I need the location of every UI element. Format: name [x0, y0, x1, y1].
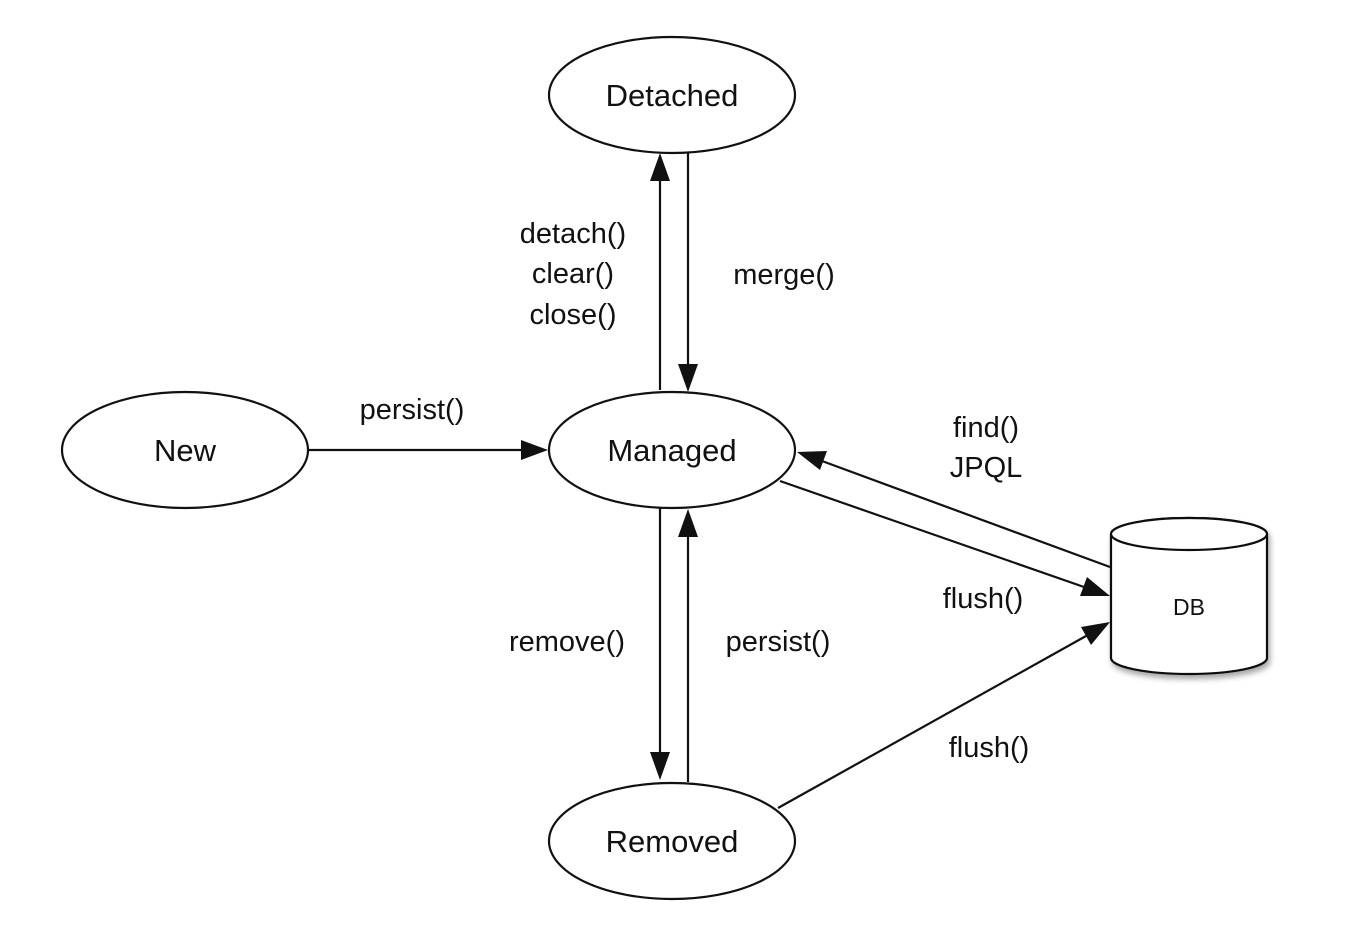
arrowhead-removed-to-managed: [678, 509, 698, 537]
detached-label: Detached: [606, 78, 739, 113]
edges: [309, 148, 1111, 809]
db-cylinder-top: [1109, 516, 1269, 552]
arrowhead-managed-to-db: [1080, 577, 1110, 596]
new-ellipse: [60, 390, 310, 510]
edge-db-to-managed: [821, 459, 1111, 569]
node-detached: Detached: [547, 35, 797, 155]
label-managed-to-detached-2: clear(): [532, 258, 614, 290]
edge-removed-to-db: [777, 635, 1087, 809]
removed-ellipse: [547, 781, 797, 901]
new-label: New: [154, 433, 217, 468]
db-label: DB: [1173, 594, 1205, 620]
label-removed-to-managed: persist(): [726, 626, 831, 658]
node-new: New: [60, 390, 310, 510]
label-managed-to-db: flush(): [943, 583, 1024, 615]
label-removed-to-db: flush(): [949, 732, 1030, 764]
edge-managed-to-db: [779, 479, 1085, 589]
detached-ellipse: [547, 35, 797, 155]
label-db-to-managed-1: find(): [953, 412, 1019, 444]
label-detached-to-managed: merge(): [733, 259, 835, 291]
managed-label: Managed: [607, 433, 736, 468]
arrowhead-detached-to-managed: [678, 364, 698, 392]
label-new-to-managed: persist(): [360, 394, 465, 426]
managed-ellipse: [547, 390, 797, 510]
arrowhead-removed-to-db: [1081, 622, 1110, 645]
label-managed-to-detached-1: detach(): [520, 218, 626, 250]
node-managed: Managed: [547, 390, 797, 510]
node-removed: Removed: [547, 781, 797, 901]
arrowhead-managed-to-detached: [650, 153, 670, 181]
label-managed-to-detached-3: close(): [529, 299, 616, 331]
arrowhead-managed-to-removed: [650, 752, 670, 780]
label-db-to-managed-2: JPQL: [950, 452, 1023, 484]
node-db: DB: [1109, 516, 1269, 676]
removed-label: Removed: [606, 824, 739, 859]
database-icon: [1109, 516, 1269, 676]
arrowhead-db-to-managed: [797, 451, 827, 470]
label-managed-to-removed: remove(): [509, 626, 625, 658]
arrowhead-new-to-managed: [521, 440, 548, 460]
edge-labels: persist() detach() clear() close() merge…: [360, 218, 1030, 764]
